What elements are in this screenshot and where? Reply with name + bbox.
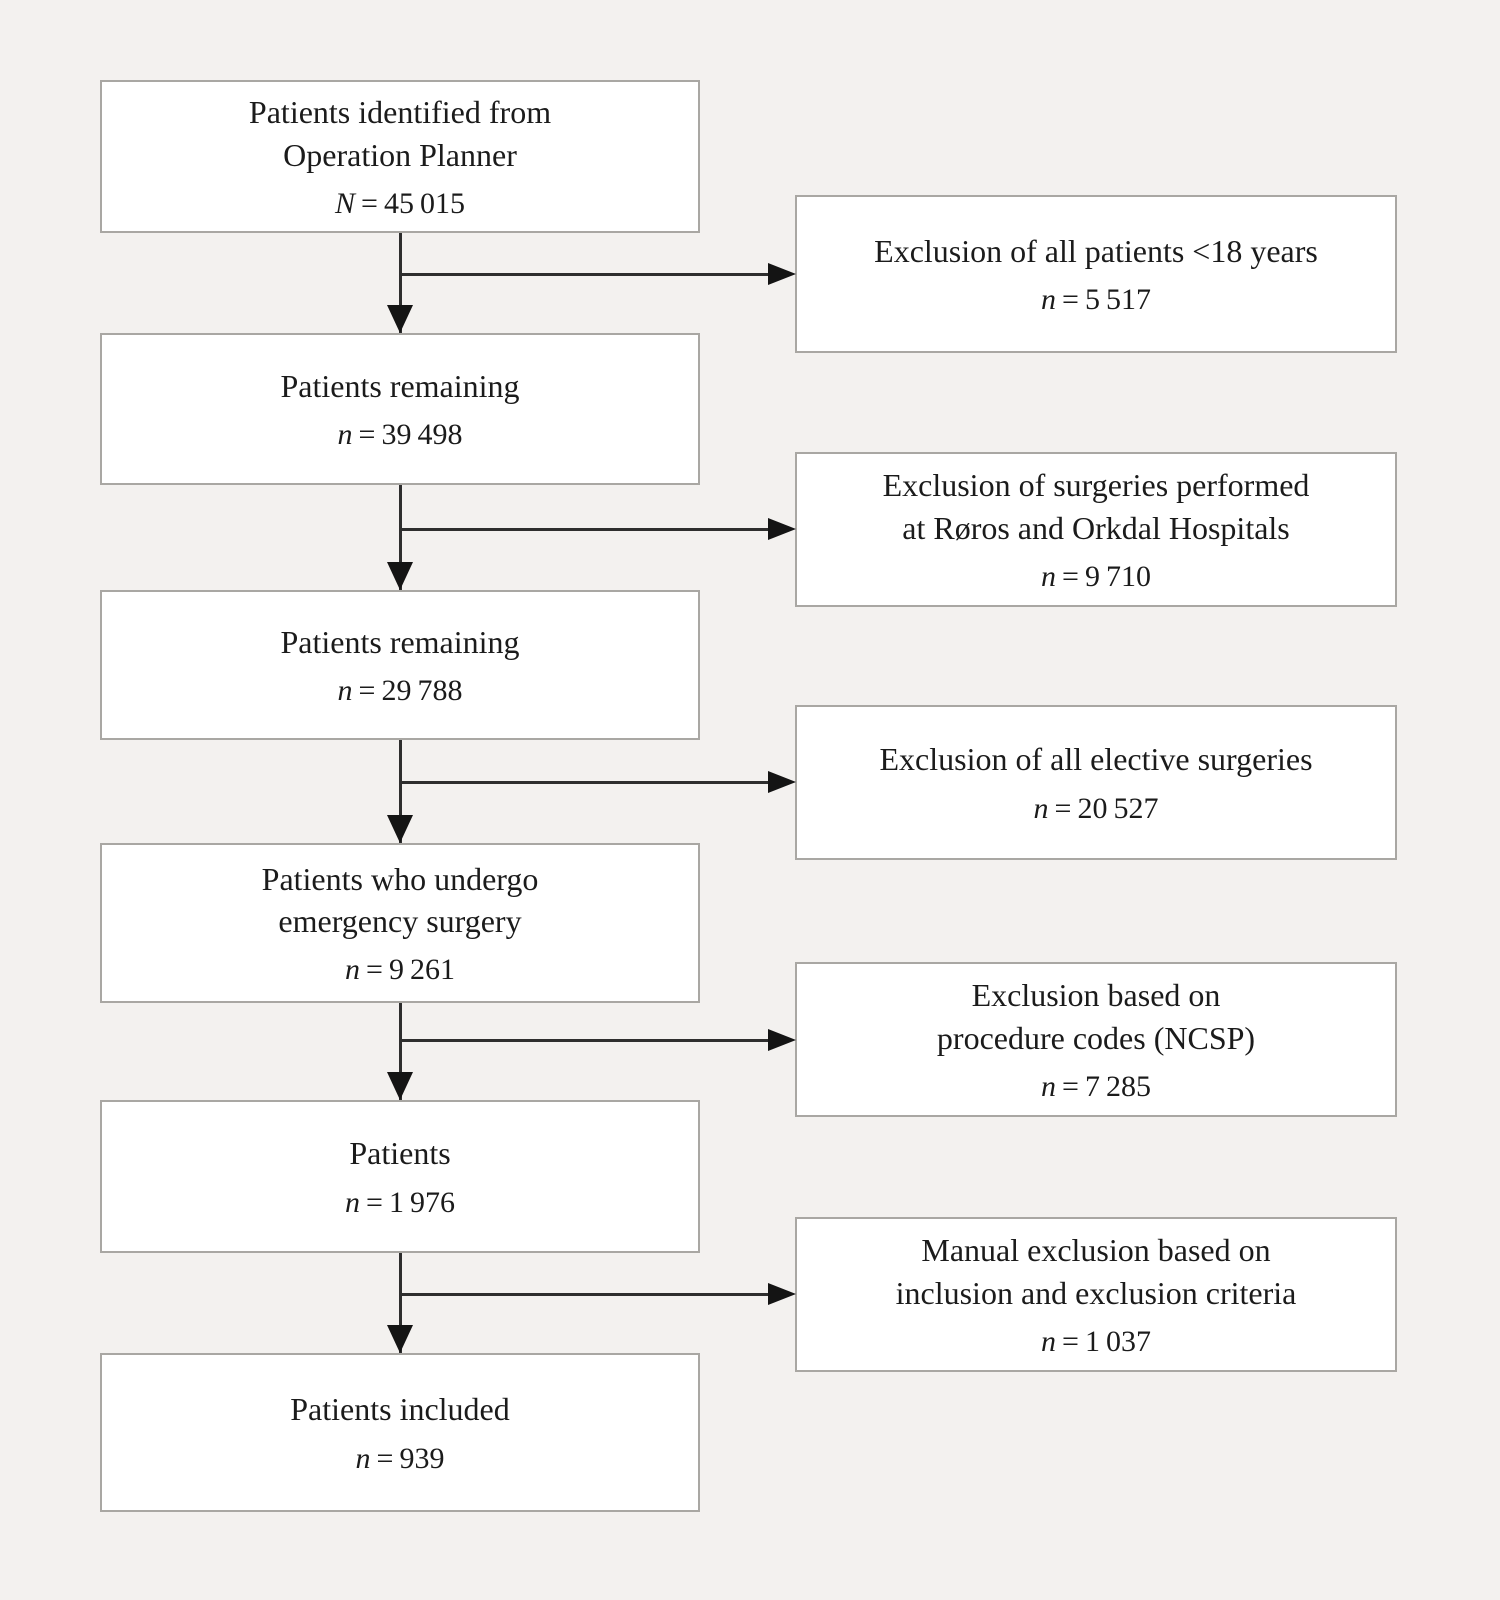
arrow-down-icon-3 xyxy=(387,815,413,843)
count-value: = 20 527 xyxy=(1054,791,1159,825)
count-value: = 7 285 xyxy=(1062,1069,1151,1103)
count-symbol: n xyxy=(337,674,353,708)
emergency-surgery-patients-box: Patients who undergo emergency surgery n… xyxy=(100,843,700,1003)
count-symbol: n xyxy=(1041,559,1057,593)
flow-line-horizontal-3 xyxy=(400,780,769,784)
patients-remaining-1-box: Patients remaining n= 39 498 xyxy=(100,333,700,485)
count-symbol: n xyxy=(345,1185,361,1219)
box-count: n= 1 976 xyxy=(345,1185,455,1221)
flow-line-horizontal-5 xyxy=(400,1292,769,1296)
box-title: Manual exclusion based on inclusion and … xyxy=(895,1232,1297,1311)
count-value: = 1 976 xyxy=(366,1185,455,1219)
box-count: n= 39 498 xyxy=(338,417,463,453)
flow-line-vertical-1 xyxy=(398,233,402,333)
flow-line-horizontal-4 xyxy=(400,1038,769,1042)
box-title: Patients xyxy=(349,1135,451,1172)
box-title: Patients who undergo emergency surgery xyxy=(261,860,539,939)
count-symbol: n xyxy=(337,418,353,452)
arrow-right-icon-3 xyxy=(768,771,796,793)
box-title: Patients identified from Operation Plann… xyxy=(248,94,552,173)
patients-included-box: Patients included n= 939 xyxy=(100,1353,700,1512)
box-title: Patients remaining xyxy=(280,623,520,660)
box-count: n= 29 788 xyxy=(338,673,463,709)
count-symbol: n xyxy=(1041,1069,1057,1103)
exclusion-manual-criteria-box: Manual exclusion based on inclusion and … xyxy=(795,1217,1397,1372)
box-count: N= 45 015 xyxy=(335,186,465,222)
count-value: = 45 015 xyxy=(361,186,465,220)
count-value: = 939 xyxy=(376,1441,445,1475)
count-value: = 9 261 xyxy=(366,953,455,987)
arrow-right-icon-2 xyxy=(768,518,796,540)
arrow-down-icon-4 xyxy=(387,1072,413,1100)
box-title: Exclusion of surgeries performed at Røro… xyxy=(882,467,1310,546)
exclusion-under-18-box: Exclusion of all patients <18 years n= 5… xyxy=(795,195,1397,353)
box-count: n= 20 527 xyxy=(1034,791,1159,827)
exclusion-elective-surgeries-box: Exclusion of all elective surgeries n= 2… xyxy=(795,705,1397,860)
box-count: n= 1 037 xyxy=(1041,1324,1151,1360)
count-symbol: n xyxy=(1033,791,1049,825)
exclusion-procedure-codes-box: Exclusion based on procedure codes (NCSP… xyxy=(795,962,1397,1117)
arrow-down-icon-1 xyxy=(387,305,413,333)
count-value: = 1 037 xyxy=(1062,1324,1151,1358)
count-value: = 29 788 xyxy=(358,674,463,708)
arrow-down-icon-5 xyxy=(387,1325,413,1353)
box-count: n= 7 285 xyxy=(1041,1069,1151,1105)
patients-identified-box: Patients identified from Operation Plann… xyxy=(100,80,700,233)
count-value: = 9 710 xyxy=(1062,559,1151,593)
arrow-right-icon-5 xyxy=(768,1283,796,1305)
count-symbol: n xyxy=(1041,283,1057,317)
count-value: = 39 498 xyxy=(358,418,463,452)
patients-remaining-2-box: Patients remaining n= 29 788 xyxy=(100,590,700,740)
flow-line-horizontal-2 xyxy=(400,527,769,531)
box-count: n= 5 517 xyxy=(1041,282,1151,318)
box-count: n= 9 710 xyxy=(1041,559,1151,595)
box-title: Exclusion based on procedure codes (NCSP… xyxy=(936,977,1256,1056)
count-symbol: N xyxy=(335,186,356,220)
box-count: n= 9 261 xyxy=(345,952,455,988)
box-title: Exclusion of all elective surgeries xyxy=(879,741,1313,778)
box-title: Exclusion of all patients <18 years xyxy=(874,232,1318,269)
flow-line-horizontal-1 xyxy=(400,272,769,276)
flow-line-vertical-4 xyxy=(398,1003,402,1100)
count-symbol: n xyxy=(355,1441,371,1475)
patients-box: Patients n= 1 976 xyxy=(100,1100,700,1253)
arrow-right-icon-4 xyxy=(768,1029,796,1051)
flow-line-vertical-2 xyxy=(398,485,402,590)
count-symbol: n xyxy=(345,953,361,987)
arrow-right-icon-1 xyxy=(768,263,796,285)
exclusion-hospitals-box: Exclusion of surgeries performed at Røro… xyxy=(795,452,1397,607)
box-count: n= 939 xyxy=(356,1441,445,1477)
flow-line-vertical-5 xyxy=(398,1253,402,1353)
count-value: = 5 517 xyxy=(1062,283,1151,317)
box-title: Patients included xyxy=(290,1391,510,1428)
count-symbol: n xyxy=(1041,1324,1057,1358)
flow-line-vertical-3 xyxy=(398,740,402,843)
box-title: Patients remaining xyxy=(280,367,520,404)
arrow-down-icon-2 xyxy=(387,562,413,590)
